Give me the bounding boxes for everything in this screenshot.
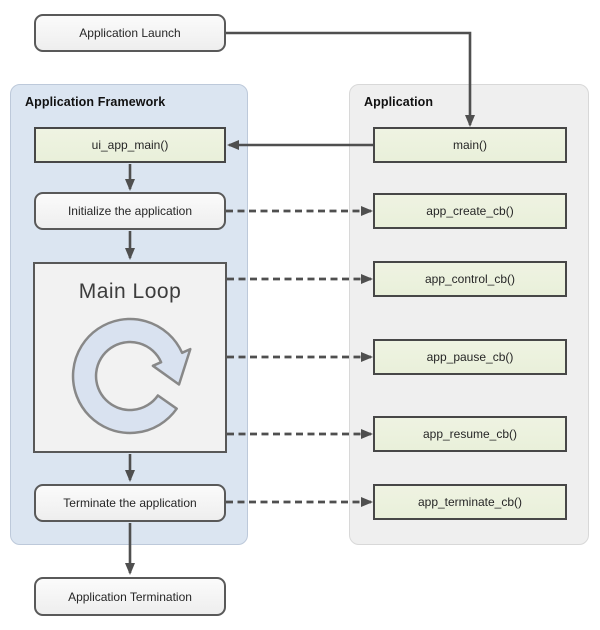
app-pause-cb-label: app_pause_cb() (426, 350, 514, 364)
framework-container-title: Application Framework (25, 95, 166, 109)
app-create-cb-node: app_create_cb() (373, 193, 567, 229)
initialize-application-node: Initialize the application (34, 192, 226, 230)
terminate-application-node: Terminate the application (34, 484, 226, 522)
app-control-cb-label: app_control_cb() (424, 272, 516, 286)
app-create-cb-label: app_create_cb() (426, 204, 514, 218)
application-launch-node: Application Launch (34, 14, 226, 52)
app-terminate-cb-label: app_terminate_cb() (417, 495, 523, 509)
main-loop-label: Main Loop (78, 280, 182, 303)
application-termination-label: Application Termination (68, 589, 192, 604)
application-termination-node: Application Termination (34, 577, 226, 616)
main-node: main() (373, 127, 567, 163)
app-resume-cb-node: app_resume_cb() (373, 416, 567, 452)
loop-icon (71, 317, 192, 435)
main-loop-node: Main Loop (33, 262, 227, 453)
terminate-application-label: Terminate the application (63, 496, 197, 510)
app-control-cb-node: app_control_cb() (373, 261, 567, 297)
app-terminate-cb-node: app_terminate_cb() (373, 484, 567, 520)
application-launch-label: Application Launch (79, 26, 181, 40)
ui-app-main-label: ui_app_main() (91, 138, 169, 152)
application-container-title: Application (364, 95, 434, 109)
ui-app-main-node: ui_app_main() (34, 127, 226, 163)
app-pause-cb-node: app_pause_cb() (373, 339, 567, 375)
initialize-application-label: Initialize the application (67, 204, 193, 218)
main-label: main() (452, 138, 487, 152)
app-resume-cb-label: app_resume_cb() (422, 427, 518, 441)
